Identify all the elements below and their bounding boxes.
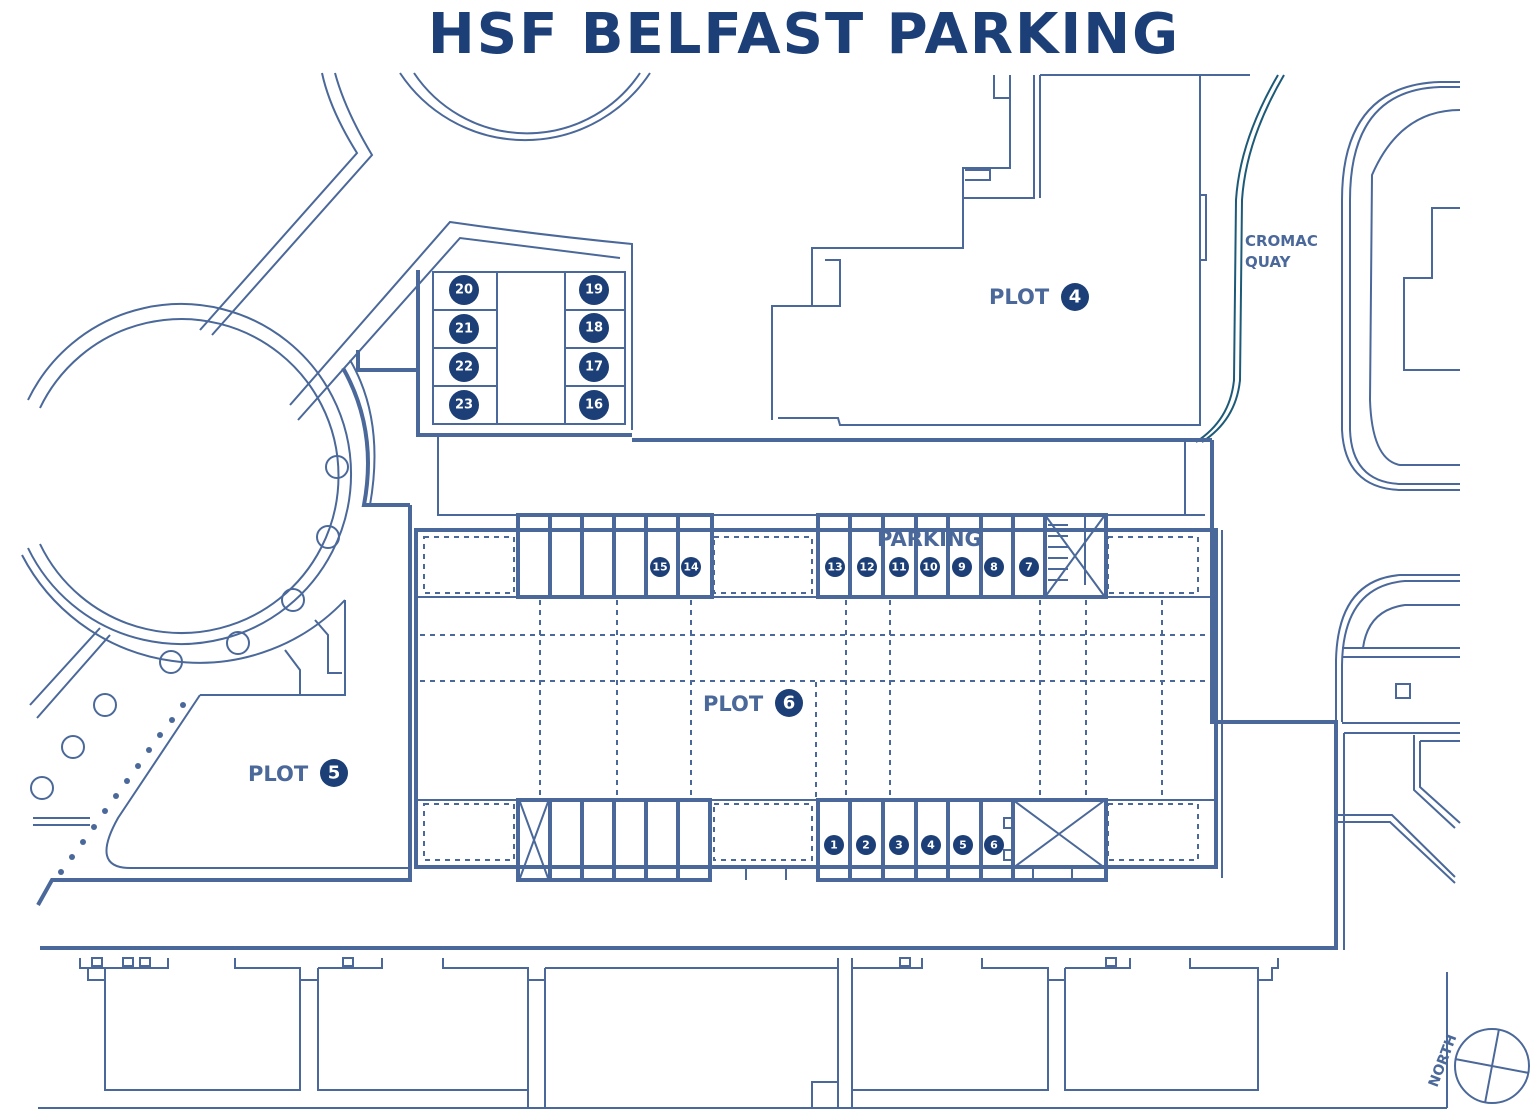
svg-text:13: 13 — [827, 561, 842, 574]
space-9[interactable]: 9 — [952, 557, 972, 577]
space-13[interactable]: 13 — [825, 557, 845, 577]
svg-text:5: 5 — [328, 763, 341, 784]
street-name-line1: CROMAC — [1245, 232, 1318, 250]
space-5[interactable]: 5 — [953, 835, 973, 855]
plot-5-label: PLOT 5 — [248, 759, 348, 787]
plot-6-building — [40, 435, 1338, 950]
space-8[interactable]: 8 — [984, 557, 1004, 577]
svg-text:12: 12 — [859, 561, 874, 574]
space-18[interactable]: 18 — [579, 313, 609, 343]
svg-text:15: 15 — [652, 561, 667, 574]
plot-4-area — [771, 74, 1250, 426]
space-10[interactable]: 10 — [920, 557, 940, 577]
svg-text:23: 23 — [455, 398, 473, 413]
parking-label: PARKING — [877, 527, 982, 551]
svg-text:3: 3 — [895, 839, 903, 852]
space-7[interactable]: 7 — [1019, 557, 1039, 577]
space-2[interactable]: 2 — [856, 835, 876, 855]
space-6[interactable]: 6 — [984, 835, 1004, 855]
roundabout-top — [199, 72, 651, 336]
annex-car-park — [356, 270, 632, 437]
bottom-buildings — [38, 957, 1448, 1109]
svg-text:10: 10 — [922, 561, 938, 574]
space-15[interactable]: 15 — [650, 557, 670, 577]
svg-text:PLOT: PLOT — [248, 762, 309, 786]
svg-text:9: 9 — [958, 561, 966, 574]
svg-text:7: 7 — [1025, 561, 1033, 574]
space-16[interactable]: 16 — [579, 390, 609, 420]
space-22[interactable]: 22 — [449, 352, 479, 382]
space-12[interactable]: 12 — [857, 557, 877, 577]
svg-text:6: 6 — [783, 693, 796, 714]
diagonal-road — [289, 220, 633, 430]
svg-text:22: 22 — [455, 360, 473, 375]
svg-text:5: 5 — [959, 839, 967, 852]
roundabout-left — [21, 303, 410, 800]
svg-text:2: 2 — [862, 839, 870, 852]
space-14[interactable]: 14 — [681, 557, 701, 577]
svg-text:1: 1 — [830, 839, 838, 852]
svg-text:PLOT: PLOT — [989, 285, 1050, 309]
svg-text:16: 16 — [585, 398, 603, 413]
svg-text:8: 8 — [990, 561, 998, 574]
space-11[interactable]: 11 — [889, 557, 909, 577]
space-4[interactable]: 4 — [921, 835, 941, 855]
plot-5-area — [33, 505, 412, 906]
svg-text:4: 4 — [1069, 287, 1082, 308]
svg-text:4: 4 — [927, 839, 935, 852]
svg-text:PLOT: PLOT — [703, 692, 764, 716]
svg-text:6: 6 — [990, 839, 998, 852]
svg-text:21: 21 — [455, 322, 473, 337]
space-23[interactable]: 23 — [449, 390, 479, 420]
svg-text:11: 11 — [891, 561, 906, 574]
svg-text:19: 19 — [585, 283, 603, 298]
svg-text:18: 18 — [585, 321, 603, 336]
svg-text:20: 20 — [455, 283, 473, 298]
right-roads — [1335, 81, 1461, 950]
space-3[interactable]: 3 — [889, 835, 909, 855]
space-20[interactable]: 20 — [449, 275, 479, 305]
cromac-quay-river — [1195, 74, 1285, 443]
space-17[interactable]: 17 — [579, 352, 609, 382]
space-19[interactable]: 19 — [579, 275, 609, 305]
plot-6-label: PLOT 6 — [703, 689, 803, 717]
svg-text:17: 17 — [585, 360, 603, 375]
street-name-line2: QUAY — [1245, 253, 1292, 271]
page-title: HSF BELFAST PARKING — [427, 2, 1181, 67]
plot-4-label: PLOT 4 — [989, 283, 1089, 311]
space-21[interactable]: 21 — [449, 314, 479, 344]
svg-text:14: 14 — [683, 561, 699, 574]
space-1[interactable]: 1 — [824, 835, 844, 855]
north-compass-icon: NORTH — [1426, 1028, 1530, 1104]
